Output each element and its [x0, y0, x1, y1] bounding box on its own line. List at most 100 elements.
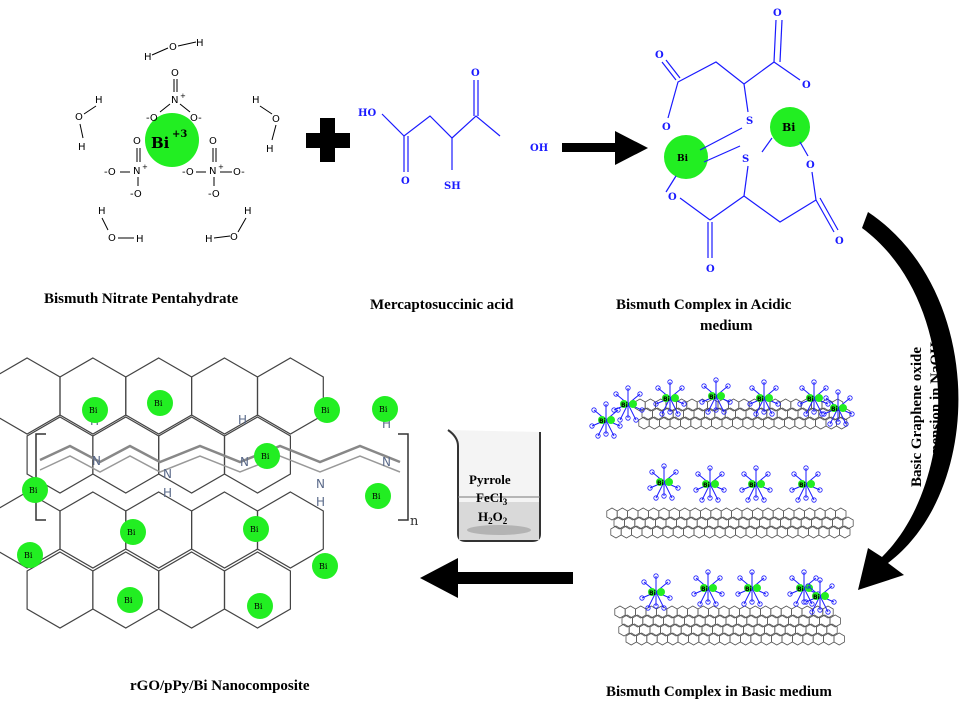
go-hex [743, 623, 755, 637]
go-hex [651, 525, 664, 539]
water-br-h1: H [205, 234, 213, 245]
ac-o-7: O [835, 236, 844, 247]
bi-sphere-label: Bi [250, 525, 259, 534]
go-hex [749, 605, 761, 619]
ac-bi-left-label: Bi [677, 154, 689, 164]
go-hex [624, 605, 637, 619]
go-hex [807, 525, 820, 539]
go-hex [635, 632, 648, 646]
go-hex [774, 623, 786, 637]
go-hex [625, 632, 637, 646]
ac-bi-left [664, 135, 708, 179]
water-top-h2: H [196, 38, 204, 49]
beaker-icon: Pyrrole FeCl3 H2O2 [447, 429, 541, 542]
bismuth-nitrate-structure: Bi +3 H O H H O H H O H H O H H O H O [75, 38, 280, 245]
go-hex [772, 507, 785, 521]
go-hex [631, 525, 643, 539]
bi-complex: Bi [611, 385, 645, 423]
go-hex [783, 507, 795, 521]
curved-arrow-label-line1: Basic Graphene oxide [909, 347, 925, 487]
go-hex [770, 605, 782, 619]
go-hex [689, 507, 701, 521]
rgo-hexagon [223, 416, 291, 494]
bi-complex-label: Bi [757, 396, 764, 403]
water-top-h1: H [144, 52, 152, 63]
bi-complex-label: Bi [813, 594, 820, 601]
go-hex [803, 507, 816, 521]
bi-complex: Bi [747, 379, 781, 417]
go-hex [805, 623, 817, 637]
go-hex [677, 632, 689, 646]
water-br-o: O [230, 232, 238, 243]
go-hex [801, 605, 813, 619]
go-hex [610, 525, 622, 539]
water-top-o: O [169, 42, 177, 53]
arrow-right-icon [562, 131, 648, 165]
go-hex [771, 632, 783, 646]
go-hex [641, 525, 653, 539]
msa-sh: SH [444, 181, 461, 192]
polymer-bracket-left [35, 433, 46, 521]
go-hex [668, 507, 681, 521]
ac-o-2: O [773, 8, 782, 19]
go-hex [621, 614, 633, 628]
go-hex [707, 605, 720, 619]
go-hex [795, 623, 807, 637]
go-hex [735, 525, 747, 539]
go-hex [814, 507, 826, 521]
nitrate-right-o-right: O- [233, 167, 245, 178]
go-hex [732, 623, 745, 637]
go-hex [639, 623, 651, 637]
go-hex [711, 623, 724, 637]
bi-ion-label: Bi [151, 134, 170, 152]
go-hex [704, 614, 717, 628]
go-hex [835, 507, 847, 521]
go-hex [815, 416, 827, 430]
bi-complex-label: Bi [749, 482, 756, 489]
bi-sphere: Bi [247, 593, 273, 619]
go-hex [715, 614, 727, 628]
bi-sphere: Bi [312, 553, 338, 579]
go-hex [694, 614, 706, 628]
go-hex [738, 516, 750, 530]
bi-complex: Bi [789, 465, 823, 503]
go-hex [675, 398, 688, 412]
msa-o-left: O [401, 176, 410, 187]
go-hex [635, 605, 647, 619]
go-hex [781, 632, 793, 646]
bi-sphere-label: Bi [261, 452, 270, 461]
pyrrole-h: H [238, 413, 247, 427]
go-hex [787, 407, 799, 421]
bi-complex-label: Bi [831, 406, 838, 413]
go-hex [731, 507, 743, 521]
rgo-hexagon [256, 491, 324, 569]
go-hex [739, 605, 751, 619]
go-hex [776, 407, 789, 421]
go-hex [666, 605, 678, 619]
go-hex [815, 623, 828, 637]
go-hex [763, 416, 775, 430]
go-hex [745, 407, 757, 421]
nitrate-right-o-top: O [209, 136, 217, 147]
go-hex [683, 407, 695, 421]
rgo-hexagon [256, 357, 324, 435]
water-right-h2: H [266, 144, 274, 155]
go-hex [687, 632, 700, 646]
bi-sphere-label: Bi [124, 596, 133, 605]
go-hex [707, 516, 719, 530]
ac-bi-right [770, 107, 810, 147]
go-hex [644, 516, 657, 530]
go-hex [833, 632, 845, 646]
water-left-h2: H [78, 142, 86, 153]
ac-o-5: O [806, 160, 815, 171]
go-hex [731, 416, 744, 430]
go-hex [750, 632, 762, 646]
go-hex [649, 623, 661, 637]
msa-o-top: O [471, 68, 480, 79]
go-hex [742, 416, 754, 430]
bi-sphere: Bi [82, 397, 108, 423]
nitrate-right-o-bottom: -O [208, 189, 220, 200]
arrow-left-icon [420, 558, 573, 598]
bi-complex: Bi [797, 379, 831, 417]
